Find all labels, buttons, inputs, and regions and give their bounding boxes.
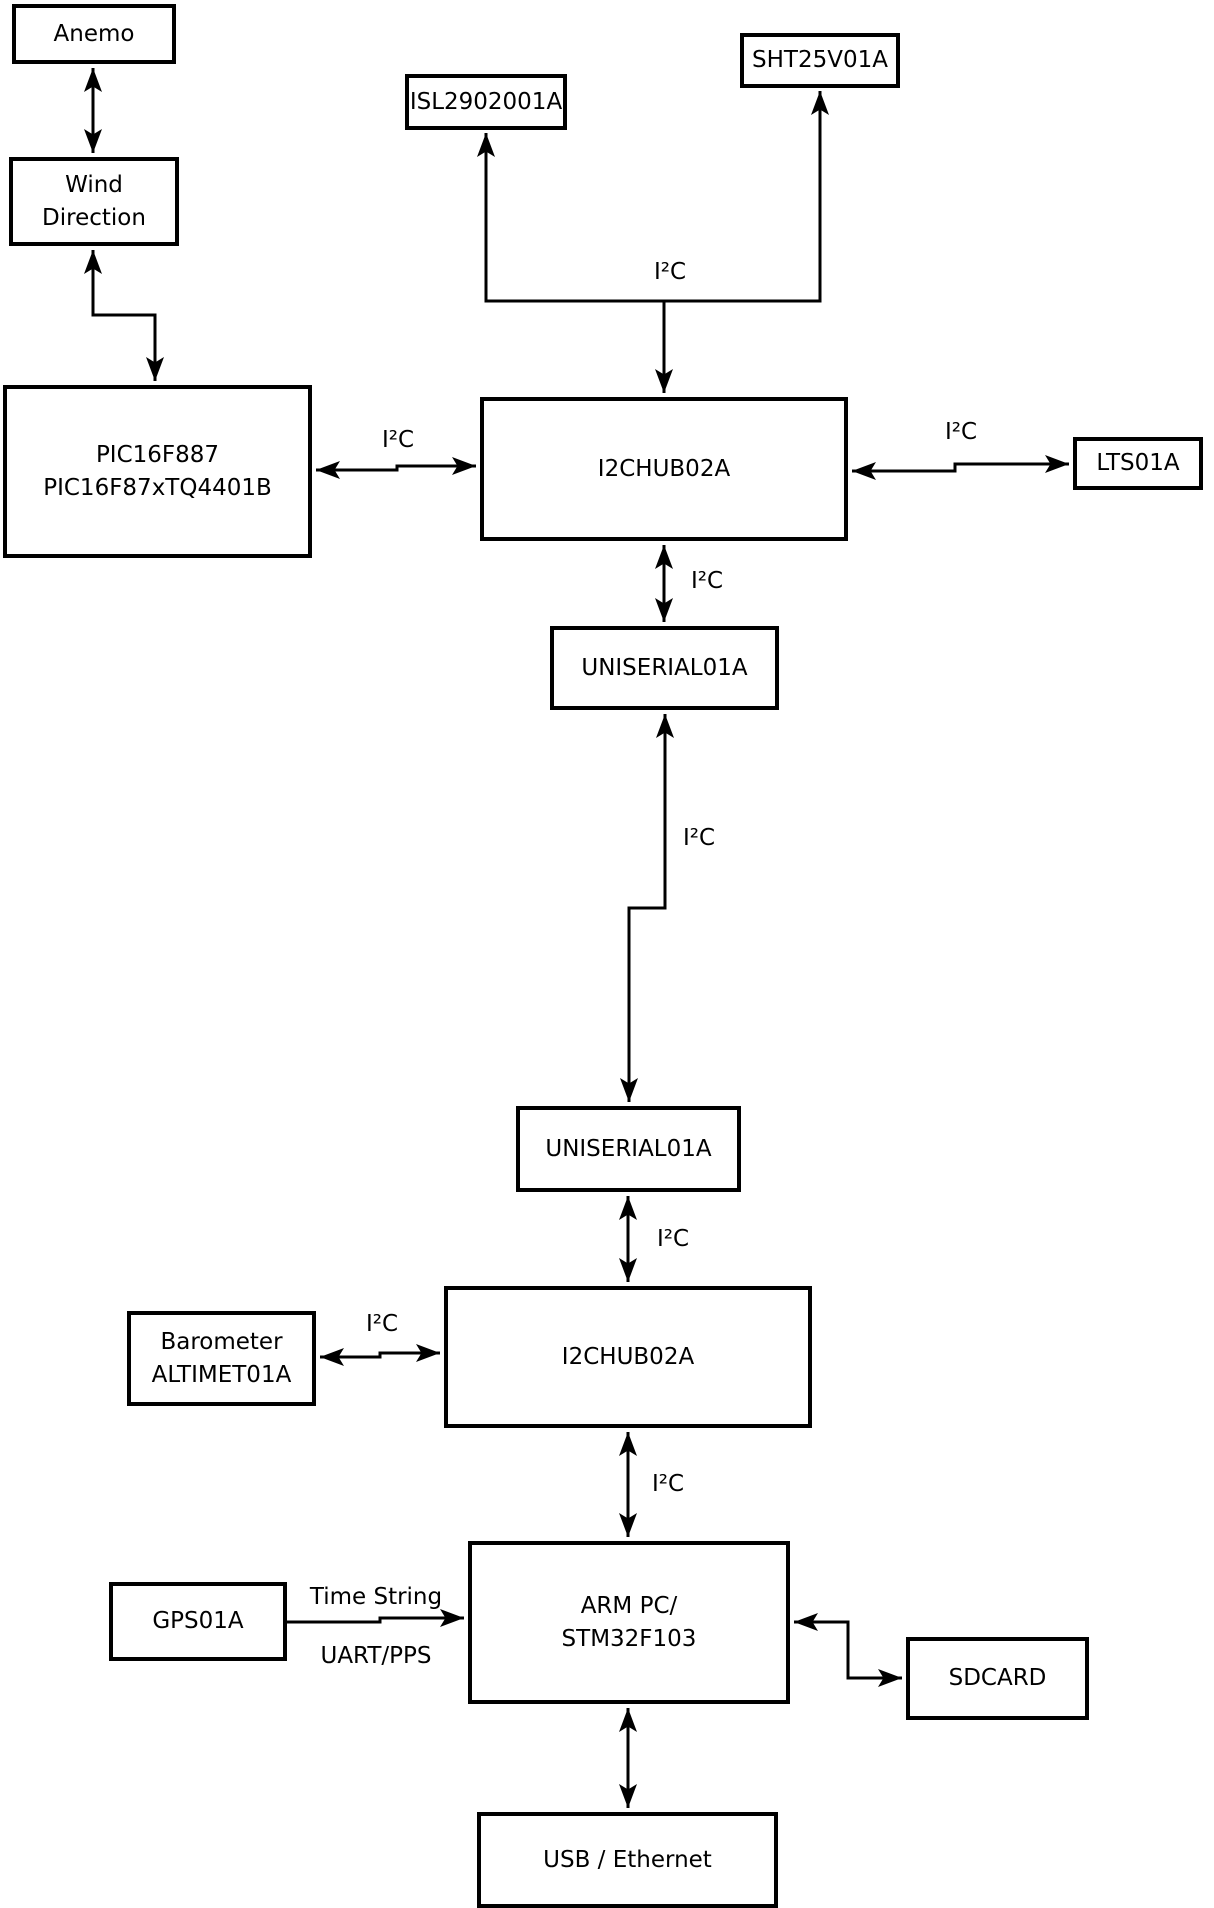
edge-label-i2c-hub1-lts: I²C	[944, 419, 978, 445]
block-lts01a: LTS01A	[1073, 437, 1203, 490]
edge-label-i2c-barometer-hub2: I²C	[365, 1311, 399, 1337]
block-usb-ethernet-label: USB / Ethernet	[543, 1846, 712, 1873]
connector-sensor-bus	[477, 91, 829, 303]
block-uniserial01a-2: UNISERIAL01A	[516, 1106, 741, 1192]
block-i2chub02a-1-label: I2CHUB02A	[597, 455, 731, 482]
block-i2chub02a-2: I2CHUB02A	[444, 1286, 812, 1428]
block-usb-ethernet: USB / Ethernet	[477, 1812, 778, 1908]
block-gps01a-label: GPS01A	[152, 1608, 244, 1635]
block-anemo: Anemo	[12, 4, 176, 64]
block-isl2902001a-label: ISL2902001A	[409, 88, 563, 115]
block-gps01a: GPS01A	[109, 1582, 287, 1661]
connector-hub1-lts	[852, 455, 1069, 480]
edge-label-i2c-hub1-uniserial1: I²C	[690, 568, 724, 594]
edge-label-i2c-uniserial1-uniserial2: I²C	[682, 825, 716, 851]
block-i2chub02a-2-label: I2CHUB02A	[561, 1343, 695, 1370]
block-armpc-stm32f103: ARM PC/ STM32F103	[468, 1541, 790, 1704]
block-sdcard-label: SDCARD	[948, 1665, 1047, 1692]
block-uniserial01a-1: UNISERIAL01A	[550, 626, 779, 710]
connector-pic-hub1	[316, 457, 476, 479]
edge-label-time-string: Time String	[309, 1584, 443, 1610]
block-i2chub02a-1: I2CHUB02A	[480, 397, 848, 541]
block-barometer-altimet01a: Barometer ALTIMET01A	[127, 1311, 316, 1406]
edge-label-i2c-sensor-bus: I²C	[653, 259, 687, 285]
block-barometer-altimet01a-label: Barometer ALTIMET01A	[151, 1328, 292, 1388]
connector-uniserial1-uniserial2	[620, 714, 674, 1102]
block-lts01a-label: LTS01A	[1096, 450, 1180, 477]
block-wind-direction: Wind Direction	[9, 157, 179, 246]
block-wind-direction-label: Wind Direction	[42, 171, 146, 231]
edge-label-i2c-hub2-armpc: I²C	[651, 1471, 685, 1497]
connector-armpc-sdcard	[794, 1613, 902, 1687]
edge-label-i2c-uniserial2-hub2: I²C	[656, 1226, 690, 1252]
connector-gps-armpc	[287, 1609, 464, 1627]
block-armpc-stm32f103-label: ARM PC/ STM32F103	[561, 1592, 697, 1652]
edge-label-uart-pps: UART/PPS	[320, 1643, 432, 1669]
block-uniserial01a-1-label: UNISERIAL01A	[581, 654, 748, 681]
connector-wind-pic	[84, 250, 164, 381]
block-sht25v01a: SHT25V01A	[740, 33, 900, 88]
block-sht25v01a-label: SHT25V01A	[752, 47, 888, 74]
block-sdcard: SDCARD	[906, 1637, 1089, 1720]
block-pic16f887: PIC16F887 PIC16F87xTQ4401B	[3, 385, 312, 558]
edge-label-i2c-pic-hub1: I²C	[381, 427, 415, 453]
block-uniserial01a-2-label: UNISERIAL01A	[545, 1135, 712, 1162]
block-pic16f887-label: PIC16F887 PIC16F87xTQ4401B	[43, 441, 272, 501]
connector-barometer-hub2	[320, 1344, 440, 1366]
block-anemo-label: Anemo	[53, 20, 135, 47]
block-isl2902001a: ISL2902001A	[405, 74, 567, 130]
